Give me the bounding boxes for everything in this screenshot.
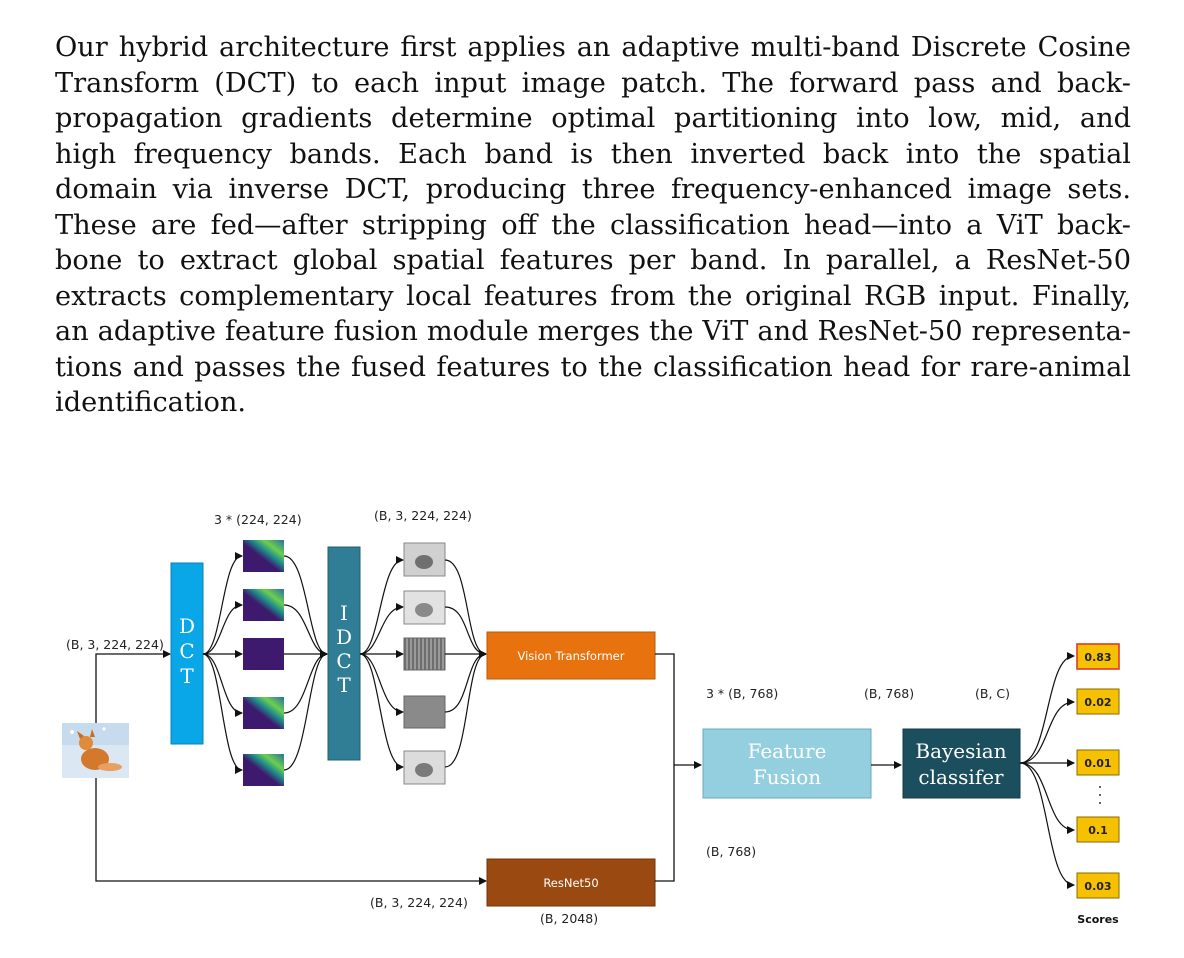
edge-input-to-dct bbox=[95, 650, 171, 723]
classifier-label-line1: Bayesian bbox=[915, 739, 1006, 763]
frequency-band-images bbox=[243, 540, 284, 786]
score-value: 0.1 bbox=[1088, 824, 1108, 837]
paragraph-line: Our hybrid architecture first applies an… bbox=[55, 32, 1131, 63]
paragraph-line: Transform (DCT) to each input image patc… bbox=[55, 67, 1131, 99]
score-boxes: 0.83 0.02 0.01 0.1 0.03 bbox=[1076, 643, 1120, 899]
idct-fanout-edges bbox=[359, 556, 404, 771]
paragraph-line: high frequency bands. Each band is then … bbox=[55, 138, 1131, 170]
reconstructed-image bbox=[403, 590, 446, 625]
fusion-output-shape-label: (B, 768) bbox=[864, 686, 914, 701]
paragraph-line: propagation gradients determine optimal … bbox=[55, 103, 1131, 134]
band-image bbox=[243, 697, 284, 729]
resnet-input-shape-label: (B, 3, 224, 224) bbox=[370, 895, 468, 910]
paragraph-line: These are fed—after stripping off the cl… bbox=[55, 209, 1131, 241]
score-box: 0.01 bbox=[1076, 749, 1120, 776]
resnet-block: ResNet50 bbox=[486, 858, 656, 907]
body-paragraph: Our hybrid architecture first applies an… bbox=[55, 30, 1131, 421]
resnet-projection-shape-label: (B, 768) bbox=[706, 844, 756, 859]
fusion-label-line2: Fusion bbox=[753, 765, 821, 789]
band-image bbox=[243, 589, 284, 621]
dct-fanout-edges bbox=[202, 552, 243, 774]
reconstructed-image bbox=[403, 695, 446, 729]
input-shape-label: (B, 3, 224, 224) bbox=[66, 637, 164, 652]
reconstructed-image bbox=[403, 542, 446, 577]
reconstructed-images bbox=[403, 542, 446, 785]
input-image bbox=[62, 723, 129, 778]
fusion-label-line1: Feature bbox=[748, 739, 827, 763]
resnet-label: ResNet50 bbox=[543, 876, 598, 890]
classifier-output-shape-label: (B, C) bbox=[975, 686, 1010, 701]
reconstructed-image bbox=[403, 750, 446, 785]
paragraph-line: tions and passes the fused features to t… bbox=[55, 351, 1131, 383]
bayesian-classifier-block: Bayesian classifer bbox=[902, 728, 1021, 799]
band-image bbox=[243, 754, 284, 786]
reconstructed-image bbox=[403, 637, 446, 671]
ellipsis-dots bbox=[1099, 786, 1101, 804]
score-value: 0.02 bbox=[1084, 696, 1111, 709]
paragraph-line: extracts complementary local features fr… bbox=[55, 280, 1131, 312]
idct-fanin-edges bbox=[283, 555, 328, 771]
score-value: 0.83 bbox=[1084, 651, 1111, 664]
paragraph-line: domain via inverse DCT, producing three … bbox=[55, 174, 1131, 205]
score-box: 0.02 bbox=[1076, 688, 1120, 715]
vit-output-shape-label: 3 * (B, 768) bbox=[706, 686, 778, 701]
paragraph-line: bone to extract global spatial features … bbox=[55, 245, 1131, 276]
score-box: 0.03 bbox=[1076, 872, 1120, 899]
band-image bbox=[243, 638, 284, 670]
resnet-output-shape-label: (B, 2048) bbox=[540, 911, 598, 926]
feature-fusion-block: Feature Fusion bbox=[702, 728, 872, 799]
classifier-label-line2: classifer bbox=[918, 765, 1004, 789]
vision-transformer-label: Vision Transformer bbox=[518, 649, 625, 663]
vision-transformer-block: Vision Transformer bbox=[486, 631, 656, 680]
dct-output-shape-label: 3 * (224, 224) bbox=[214, 512, 302, 527]
vit-fanin-edges bbox=[444, 559, 487, 768]
score-edges bbox=[1019, 652, 1075, 889]
score-box-highlight: 0.83 bbox=[1076, 643, 1120, 670]
score-value: 0.01 bbox=[1084, 757, 1111, 770]
score-value: 0.03 bbox=[1084, 880, 1111, 893]
edge-input-to-resnet bbox=[95, 778, 487, 885]
scores-caption: Scores bbox=[1077, 913, 1119, 926]
fusion-input-edges bbox=[655, 653, 702, 882]
score-box: 0.1 bbox=[1076, 816, 1120, 843]
paragraph-line: identification. bbox=[55, 387, 247, 418]
paragraph-line: an adaptive feature fusion module merges… bbox=[55, 316, 1131, 347]
idct-output-shape-label: (B, 3, 224, 224) bbox=[374, 508, 472, 523]
band-image bbox=[243, 540, 284, 572]
